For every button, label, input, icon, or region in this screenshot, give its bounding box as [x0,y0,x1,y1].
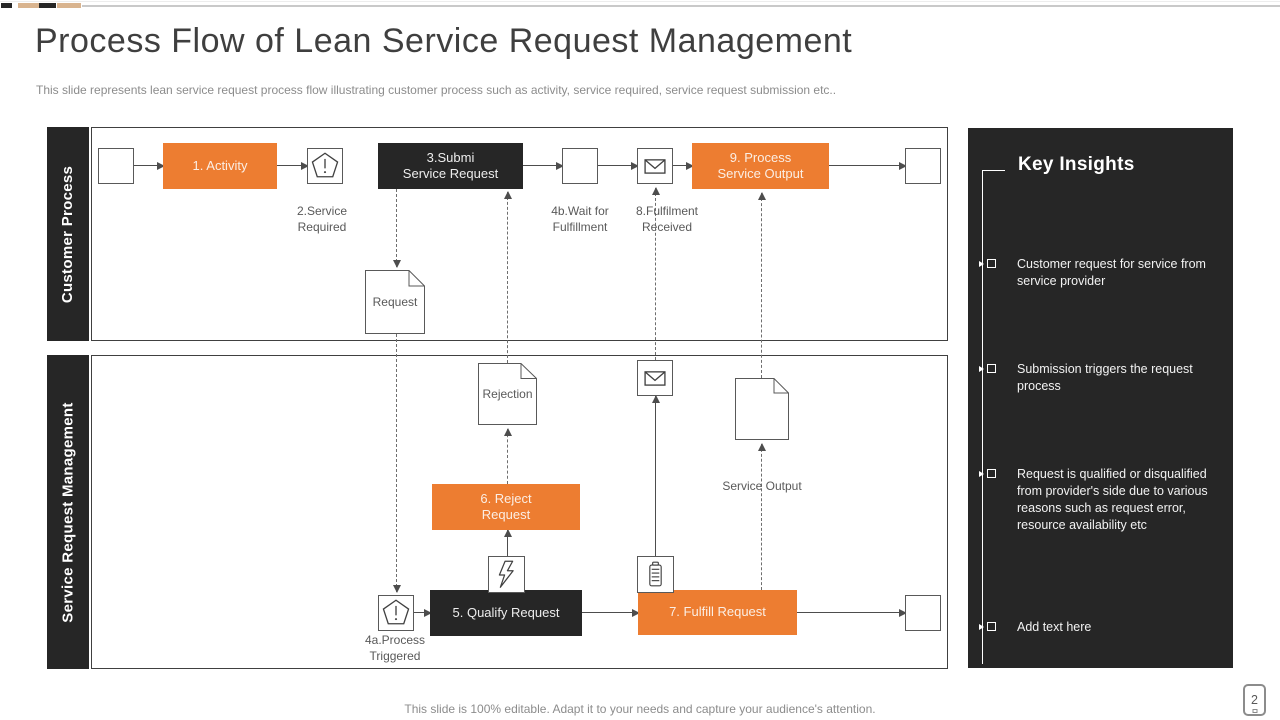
node-process-service-output: 9. Process Service Output [692,143,829,189]
end-node [905,595,941,631]
page-number: 2 [1251,693,1258,707]
top-rule [82,5,1280,7]
flow-arrow [277,161,309,170]
bullet-arrow-icon [979,624,984,630]
bullet-arrow-icon [979,261,984,267]
end-node [905,148,941,184]
message-flow-request-doc-to-process-triggered [392,334,401,593]
envelope-icon [637,148,673,184]
message-flow-envelope-to-envelope [651,187,660,360]
flow-arrow [582,608,640,617]
bullet-arrow-icon [979,471,984,477]
lane-header-customer-process: Customer Process [47,127,89,341]
alert-pentagon-icon [307,148,343,184]
flow-arrow [413,608,432,617]
caption-fulfilment-received: 8.Fulfilment Received [635,204,699,234]
bullet-square-icon [987,259,996,268]
message-flow-reject-to-rejection-doc [503,428,512,484]
flow-arrow [797,608,907,617]
insights-guide-line [982,170,983,664]
flow-arrow [523,161,564,170]
phone-button-icon [1252,709,1257,713]
insight-item: Add text here [1017,620,1092,634]
document-request: Request [365,270,425,334]
flow-arrow-bolt-to-reject [503,529,512,556]
flow-arrow [673,161,694,170]
caption-service-output: Service Output [722,479,802,493]
message-flow-rejection-to-submit [503,191,512,363]
page-subtitle: This slide represents lean service reque… [36,83,837,97]
deco-dash-dark [39,3,56,8]
top-hairline [0,1,1280,2]
insight-item: Submission triggers the request process [1017,362,1193,393]
insights-title-tick [982,170,1005,171]
message-flow-service-output-doc-to-process-output [757,192,766,378]
flow-arrow-battery-to-envelope [651,395,660,556]
flow-arrow [829,161,907,170]
key-insights-panel: Key Insights Customer request for servic… [968,128,1233,668]
lightning-icon [488,556,525,593]
caption-process-triggered: 4a.Process Triggered [364,633,426,663]
envelope-icon [637,360,673,396]
node-submit-service-request: 3.Submi Service Request [378,143,523,189]
page-number-badge: 2 [1243,684,1266,716]
document-label: Rejection [482,387,533,401]
caption-service-required: 2.Service Required [296,204,348,234]
bullet-square-icon [987,622,996,631]
wait-node [562,148,598,184]
deco-dash-tan [57,3,81,8]
battery-icon [637,556,674,593]
message-flow-fulfill-to-service-output-doc [757,443,766,590]
page-title: Process Flow of Lean Service Request Man… [35,22,853,60]
node-reject-request: 6. Reject Request [432,484,580,530]
alert-pentagon-icon [378,595,414,631]
bullet-square-icon [987,469,996,478]
flow-arrow [134,161,165,170]
node-activity: 1. Activity [163,143,277,189]
lane-header-service-request-management: Service Request Management [47,355,89,669]
bullet-arrow-icon [979,366,984,372]
document-service-output [735,378,789,440]
start-node [98,148,134,184]
insights-title: Key Insights [1018,154,1135,175]
bullet-square-icon [987,364,996,373]
lane-label: Service Request Management [59,401,77,623]
insight-item: Customer request for service from servic… [1017,257,1206,288]
flow-arrow [598,161,639,170]
footer-note: This slide is 100% editable. Adapt it to… [404,702,876,716]
deco-dash-dark [1,3,12,8]
document-rejection: Rejection [478,363,537,425]
message-flow-submit-to-request-doc [392,189,401,268]
caption-wait-for-fulfillment: 4b.Wait for Fulfillment [551,204,609,234]
node-qualify-request: 5. Qualify Request [430,590,582,636]
insight-item: Request is qualified or disqualified fro… [1017,467,1208,532]
deco-dash-tan [18,3,39,8]
lane-label: Customer Process [59,165,77,303]
document-label: Request [372,295,418,309]
node-fulfill-request: 7. Fulfill Request [638,590,797,635]
